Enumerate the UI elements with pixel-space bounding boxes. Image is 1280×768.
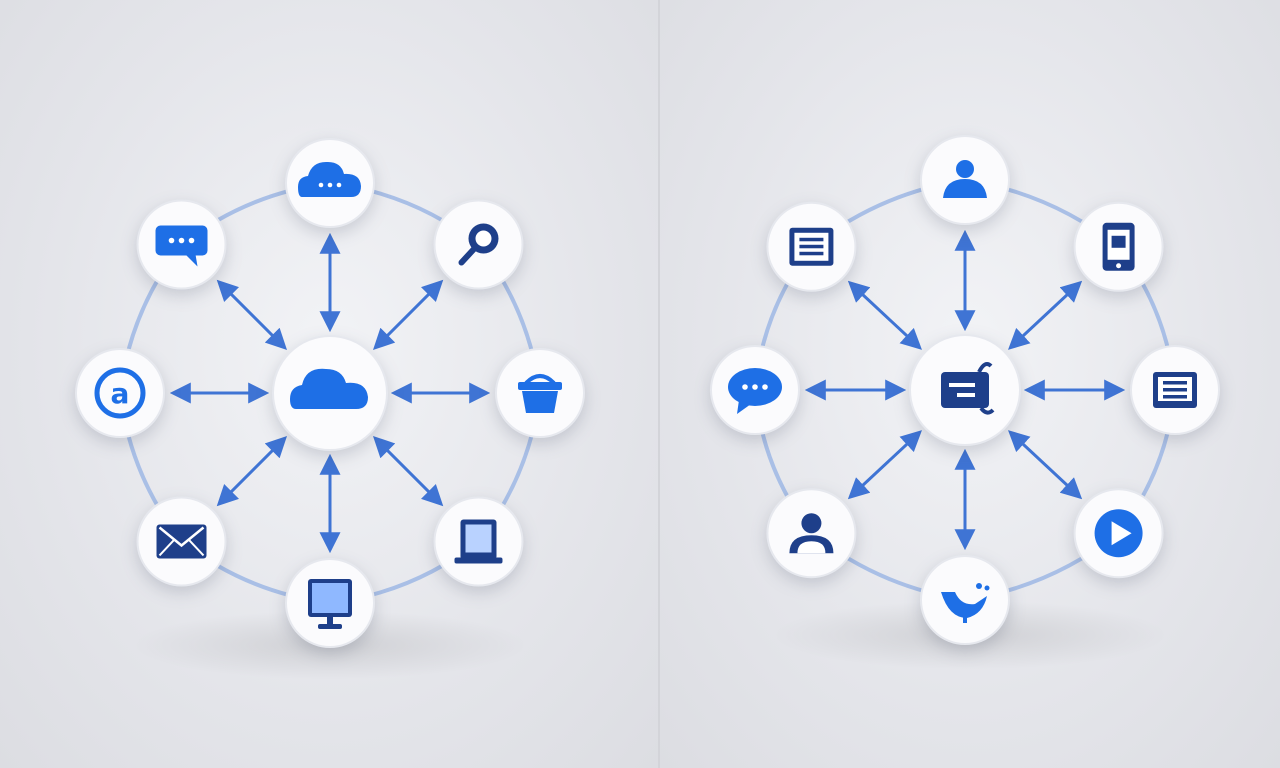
- newspaper-icon: [789, 227, 834, 266]
- document-icon: [1153, 372, 1197, 408]
- message-card-icon: [941, 362, 995, 415]
- cloud-icon: [290, 368, 368, 409]
- satellite-node: [433, 496, 524, 587]
- satellite-node: [920, 135, 1010, 225]
- tablet-icon: [454, 519, 503, 564]
- chat-bubble-icon: [155, 225, 208, 267]
- profile-icon: [789, 513, 834, 554]
- satellite-node: [1073, 201, 1164, 292]
- connector-arrow: [372, 435, 444, 507]
- satellite-node: [710, 345, 800, 435]
- connector-arrow: [216, 279, 288, 351]
- satellite-node: [495, 348, 585, 438]
- mail-icon: [156, 524, 207, 559]
- satellite-node: [766, 201, 857, 292]
- right-panel: [660, 0, 1280, 768]
- bird-icon: [941, 583, 990, 623]
- satellite-node: [285, 558, 375, 648]
- hub-node: [909, 334, 1021, 446]
- satellite-node: [136, 496, 227, 587]
- satellite-node: [285, 138, 375, 228]
- svg-text:a: a: [111, 377, 130, 410]
- at-sign-icon: a: [94, 367, 146, 419]
- user-icon: [943, 160, 987, 198]
- panel-divider: [658, 0, 660, 768]
- play-icon: [1094, 509, 1143, 558]
- hub-node: [272, 335, 388, 451]
- connector-arrow: [847, 280, 922, 350]
- satellite-node: [1073, 488, 1164, 579]
- right-network-diagram: [710, 135, 1220, 645]
- connector-arrow: [372, 279, 444, 351]
- phone-icon: [1102, 222, 1135, 271]
- connector-arrow: [847, 430, 922, 500]
- cloud-chat-icon: [298, 161, 361, 197]
- search-key-icon: [458, 223, 499, 266]
- satellite-node: [136, 199, 227, 290]
- left-panel: a: [0, 0, 658, 768]
- round-chat-icon: [728, 368, 782, 414]
- satellite-node: [920, 555, 1010, 645]
- satellite-node: [766, 488, 857, 579]
- left-network-diagram: a: [75, 138, 585, 648]
- satellite-node: a: [75, 348, 165, 438]
- satellite-node: [1130, 345, 1220, 435]
- connector-arrow: [1008, 280, 1083, 350]
- satellite-node: [433, 199, 524, 290]
- connector-arrow: [1008, 430, 1083, 500]
- monitor-icon: [308, 579, 352, 629]
- connector-arrow: [216, 435, 288, 507]
- basket-icon: [518, 374, 562, 413]
